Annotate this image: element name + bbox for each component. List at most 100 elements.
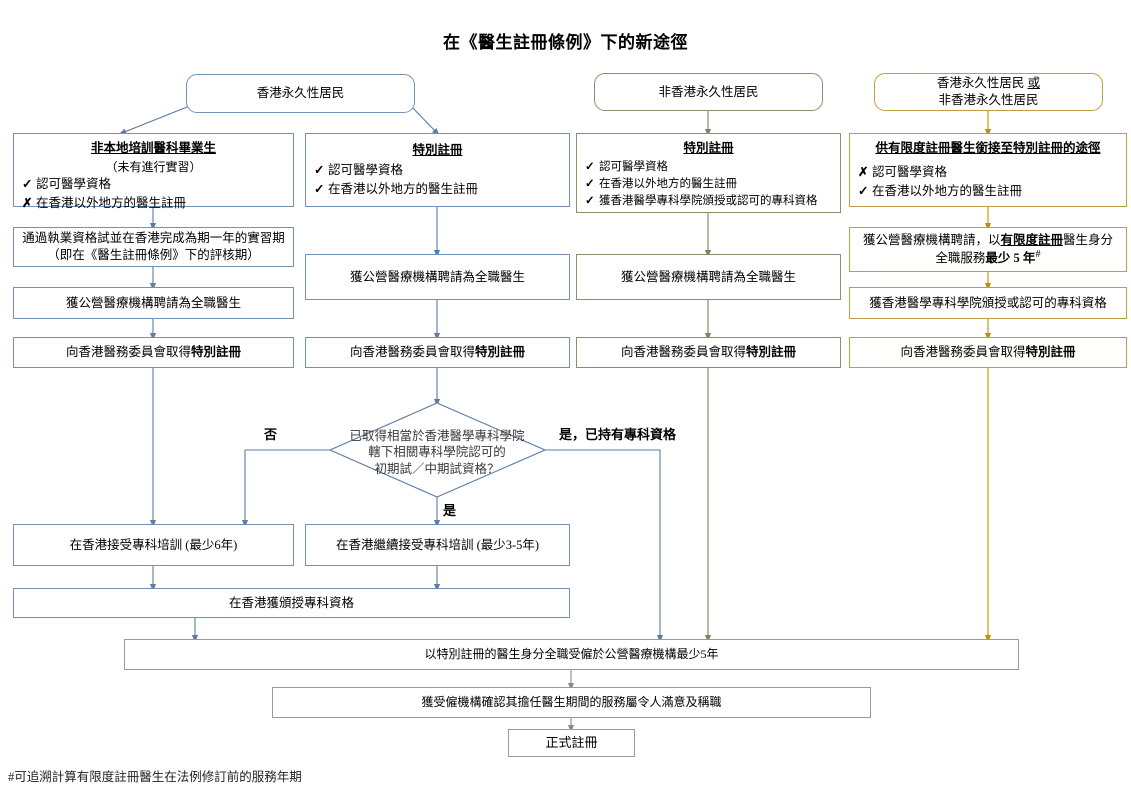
col4-node-limited-registration-service[interactable]: 獲公營醫療機構聘請，以有限度註冊醫生身分 全職服務最少 5 年# — [849, 227, 1127, 272]
col4-node2-line2: 全職服務最少 5 年# — [856, 248, 1120, 267]
criteria-text: 獲香港醫學專科學院頒授或認可的專科資格 — [599, 195, 818, 208]
common-box-employer-confirmation[interactable]: 獲受僱機構確認其擔任醫生期間的服務屬令人滿意及稱職 — [272, 687, 871, 718]
common-1-label: 以特別註冊的醫生身分全職受僱於公營醫療機構最少5年 — [424, 647, 719, 662]
check-icon: ✓ — [314, 181, 325, 196]
common-box-full-registration[interactable]: 正式註冊 — [508, 729, 635, 757]
col1-node1-subtitle: （未有進行實習） — [105, 159, 202, 174]
col3-node3-prefix: 向香港醫務委員會取得 — [620, 345, 746, 360]
col1-node2-line1: 通過執業資格試並在香港完成為期一年的實習期 — [22, 231, 285, 246]
check-icon: ✓ — [22, 177, 33, 192]
check-icon: ✓ — [585, 195, 595, 208]
col3-node1-criteria: ✓ 認可醫學資格 ✓ 在香港以外地方的醫生註冊 ✓ 獲香港醫學專科學院頒授或認可的專科… — [581, 159, 836, 211]
col3-node3-label: 向香港醫務委員會取得特別註冊 — [583, 344, 834, 361]
criteria-text: 在香港以外地方的醫生註冊 — [328, 181, 479, 196]
col1-node-nonlocal-graduate[interactable]: 非本地培訓醫科畢業生 （未有進行實習） ✓認可醫學資格 ✗在香港以外地方的醫生註… — [13, 133, 294, 210]
col3-header-label: 非香港永久性居民 — [658, 84, 759, 99]
criteria-text: 認可醫學資格 — [599, 160, 668, 173]
col3-node-employment[interactable]: 獲公營醫療機構聘請為全職醫生 — [576, 254, 841, 300]
criteria-line: ✓在香港以外地方的醫生註冊 — [858, 182, 1122, 201]
training-box-6-years[interactable]: 在香港接受專科培訓 (最少6年) — [13, 524, 294, 566]
col3-node3-emphasis: 特別註冊 — [746, 345, 797, 360]
decision-label-no: 否 — [264, 427, 278, 442]
col4-node2-line1b: 有限度註冊 — [1000, 232, 1063, 247]
common-2-label: 獲受僱機構確認其擔任醫生期間的服務屬令人滿意及稱職 — [421, 695, 722, 710]
decision-label-yes: 是 — [443, 503, 457, 518]
criteria-line: ✓在香港以外地方的醫生註冊 — [314, 180, 565, 199]
common-box-five-year-service[interactable]: 以特別註冊的醫生身分全職受僱於公營醫療機構最少5年 — [124, 639, 1019, 670]
col3-node1-title: 特別註冊 — [683, 141, 734, 155]
col1-header-label: 香港永久性居民 — [256, 86, 345, 101]
training-2-label: 在香港繼續接受專科培訓 (最少3-5年) — [335, 537, 540, 552]
col4-node4-prefix: 向香港醫務委員會取得 — [900, 345, 1026, 360]
col1-node4-label: 向香港醫務委員會取得特別註冊 — [20, 344, 287, 361]
decision-node-text[interactable]: 已取得相當於香港醫學專科學院 轄下相關專科學院認可的 初期試／中期試資格？ — [337, 428, 537, 477]
col4-node2-line2a: 全職服務 — [935, 251, 986, 266]
training-1-label: 在香港接受專科培訓 (最少6年) — [69, 537, 238, 552]
criteria-text: 在香港以外地方的醫生註冊 — [36, 195, 187, 210]
col1-node1-title: 非本地培訓醫科畢業生 — [90, 141, 216, 155]
col3-node-special-registration-criteria[interactable]: 特別註冊 ✓ 認可醫學資格 ✓ 在香港以外地方的醫生註冊 ✓ 獲香港醫學專科學院頒授或… — [576, 133, 841, 213]
page-title: 在《醫生註冊條例》下的新途徑 — [443, 33, 688, 52]
col1-node-employment[interactable]: 獲公營醫療機構聘請為全職醫生 — [13, 287, 294, 319]
criteria-line: ✓ 獲香港醫學專科學院頒授或認可的專科資格 — [585, 193, 836, 210]
col4-header-line2: 非香港永久性居民 — [938, 93, 1039, 107]
criteria-text: 認可醫學資格 — [36, 177, 112, 192]
col4-node1-title: 供有限度註冊醫生銜接至特別註冊的途徑 — [875, 141, 1101, 155]
decision-line-3: 初期試／中期試資格？ — [374, 461, 500, 476]
col2-node2-label: 獲公營醫療機構聘請為全職醫生 — [349, 269, 525, 284]
cross-icon: ✗ — [22, 195, 33, 210]
footnote-text: #可追溯計算有限度註冊醫生在法例修訂前的服務年期 — [8, 770, 302, 784]
check-icon: ✓ — [585, 178, 595, 191]
check-icon: ✓ — [585, 160, 595, 173]
col4-node4-emphasis: 特別註冊 — [1025, 345, 1076, 360]
decision-label-yes-has-specialty: 是，已持有專科資格 — [559, 427, 677, 442]
criteria-line: ✗在香港以外地方的醫生註冊 — [22, 194, 289, 213]
col1-node4-emphasis: 特別註冊 — [191, 345, 242, 360]
fellowship-label: 在香港獲頒授專科資格 — [228, 595, 354, 610]
col2-node3-label: 向香港醫務委員會取得特別註冊 — [312, 344, 563, 361]
criteria-line: ✓ 在香港以外地方的醫生註冊 — [585, 176, 836, 193]
col4-header-box[interactable]: 香港永久性居民 或 非香港永久性居民 — [874, 73, 1103, 111]
criteria-line: ✓認可醫學資格 — [22, 175, 289, 194]
check-icon: ✓ — [314, 162, 325, 177]
col2-node-special-registration[interactable]: 向香港醫務委員會取得特別註冊 — [305, 337, 570, 368]
col4-header-line1-text: 香港永久性居民 或 — [936, 76, 1041, 91]
decision-line-2: 轄下相關專科學院認可的 — [368, 445, 506, 460]
fellowship-awarded-box[interactable]: 在香港獲頒授專科資格 — [13, 588, 570, 618]
training-box-3-5-years[interactable]: 在香港繼續接受專科培訓 (最少3-5年) — [305, 524, 570, 566]
col4-node2-line1c: 醫生身分 — [1063, 232, 1114, 247]
col3-header-box[interactable]: 非香港永久性居民 — [594, 73, 823, 111]
cross-icon: ✗ — [858, 164, 869, 179]
criteria-text: 在香港以外地方的醫生註冊 — [599, 178, 737, 191]
criteria-line: ✓認可醫學資格 — [314, 161, 565, 180]
col4-node-special-registration[interactable]: 向香港醫務委員會取得特別註冊 — [849, 337, 1127, 368]
col4-node2-line2b: 最少 5 年 — [985, 251, 1036, 266]
criteria-line: ✓ 認可醫學資格 — [585, 159, 836, 176]
col2-node3-emphasis: 特別註冊 — [475, 345, 526, 360]
col1-node-special-registration[interactable]: 向香港醫務委員會取得特別註冊 — [13, 337, 294, 368]
col4-node2-line1a: 獲公營醫療機構聘請，以 — [862, 232, 1001, 247]
criteria-text: 認可醫學資格 — [328, 162, 404, 177]
col1-node1-criteria: ✓認可醫學資格 ✗在香港以外地方的醫生註冊 — [18, 175, 289, 213]
col1-node2-line2: （即在《醫生註冊條例》下的評核期） — [47, 248, 260, 262]
col3-node-special-registration[interactable]: 向香港醫務委員會取得特別註冊 — [576, 337, 841, 368]
criteria-text: 在香港以外地方的醫生註冊 — [872, 183, 1023, 198]
col4-node1-criteria: ✗認可醫學資格 ✓在香港以外地方的醫生註冊 — [854, 163, 1122, 201]
col2-node-special-registration-criteria[interactable]: 特別註冊 ✓認可醫學資格 ✓在香港以外地方的醫生註冊 — [305, 133, 570, 207]
common-3-label: 正式註冊 — [545, 735, 598, 751]
col4-node3-label: 獲香港醫學專科學院頒授或認可的專科資格 — [869, 295, 1107, 310]
check-icon: ✓ — [858, 183, 869, 198]
col2-node-employment[interactable]: 獲公營醫療機構聘請為全職醫生 — [305, 254, 570, 300]
decision-line-1: 已取得相當於香港醫學專科學院 — [349, 429, 525, 443]
footnote-marker: # — [1035, 249, 1041, 261]
col4-node-limited-registration-pathway[interactable]: 供有限度註冊醫生銜接至特別註冊的途徑 ✗認可醫學資格 ✓在香港以外地方的醫生註冊 — [849, 133, 1127, 207]
col1-node4-prefix: 向香港醫務委員會取得 — [65, 345, 191, 360]
col1-header-box[interactable]: 香港永久性居民 — [186, 74, 415, 113]
col1-node-licensing-exam[interactable]: 通過執業資格試並在香港完成為期一年的實習期 （即在《醫生註冊條例》下的評核期） — [13, 227, 294, 267]
col2-node3-prefix: 向香港醫務委員會取得 — [349, 345, 475, 360]
criteria-text: 認可醫學資格 — [872, 164, 948, 179]
col4-header-line1: 香港永久性居民 或 — [881, 75, 1096, 92]
col4-node-specialist-qualification[interactable]: 獲香港醫學專科學院頒授或認可的專科資格 — [849, 287, 1127, 319]
